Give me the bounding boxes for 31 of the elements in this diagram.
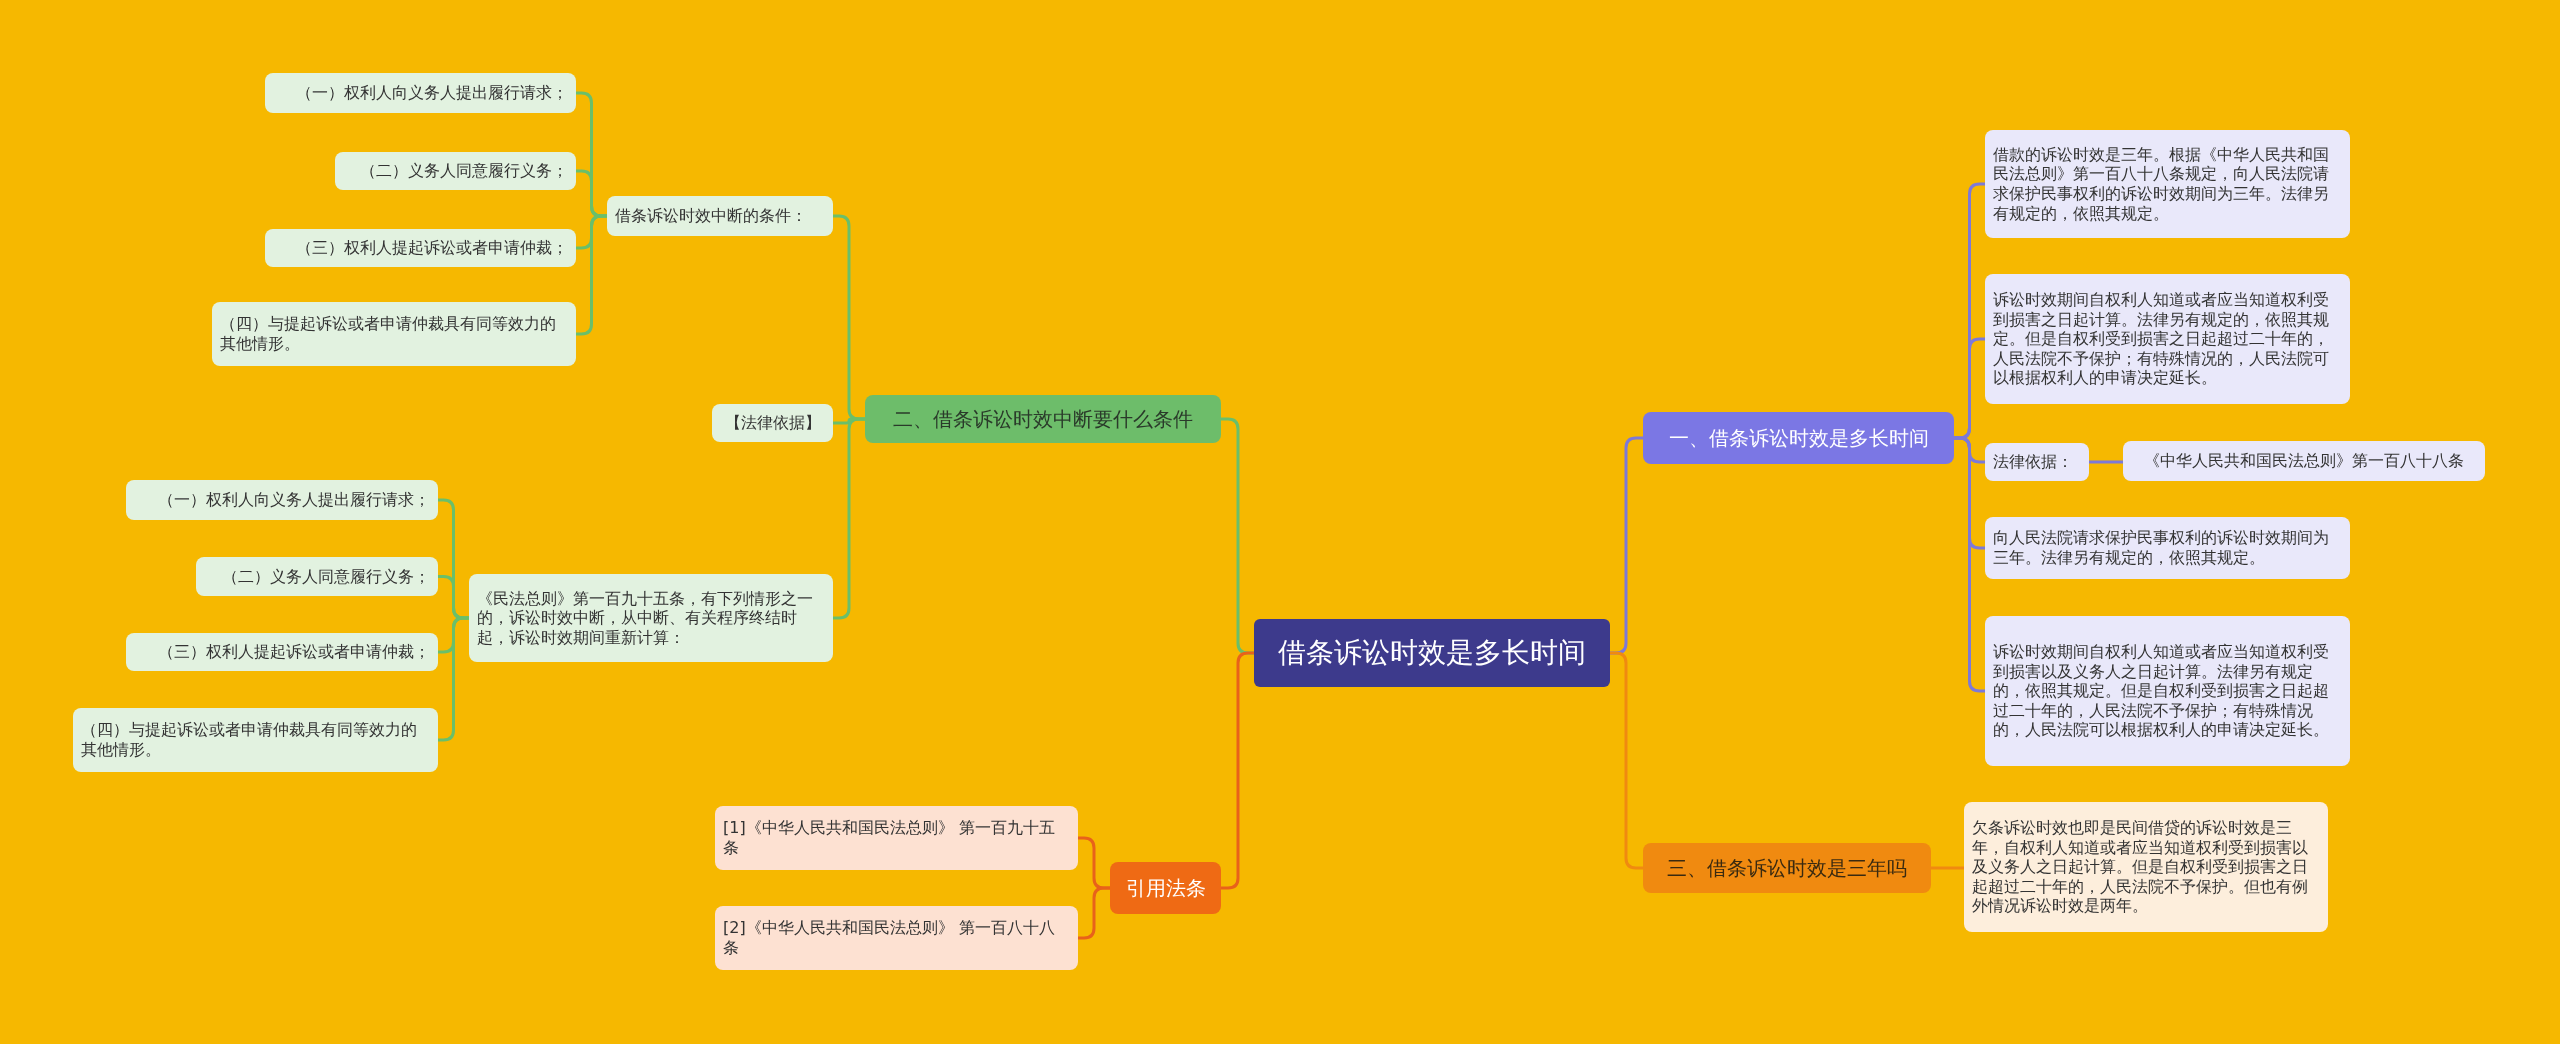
branch-box: 三、借条诉讼时效是三年吗	[1643, 843, 1931, 893]
topic-box: （四）与提起诉讼或者申请仲裁具有同等效力的其他情形。	[212, 302, 576, 366]
topic-box: [2]《中华人民共和国民法总则》 第一百八十八条	[715, 906, 1078, 970]
topic-box: （四）与提起诉讼或者申请仲裁具有同等效力的其他情形。	[73, 708, 438, 772]
topic-box: 诉讼时效期间自权利人知道或者应当知道权利受到损害之日起计算。法律另有规定的，依照其规定。但是自权利受到损害之日起超过二十年的，人民法院不予保护；有特殊情况的，人民法院可以根据权利人的申请决定延长。	[1985, 274, 2350, 404]
topic-box: 法律依据：	[1985, 443, 2089, 481]
connector-line	[1931, 866, 1964, 870]
topic-box: （三）权利人提起诉讼或者申请仲裁；	[265, 229, 576, 267]
topic-box: 《民法总则》第一百九十五条，有下列情形之一的，诉讼时效中断，从中断、有关程序终结时起，诉讼时效期间重新计算：	[469, 574, 833, 662]
topic-box: （三）权利人提起诉讼或者申请仲裁；	[126, 633, 438, 671]
central-topic-box: 借条诉讼时效是多长时间	[1254, 619, 1610, 687]
branch-box: 二、借条诉讼时效中断要什么条件	[865, 395, 1221, 443]
topic-box: （一）权利人向义务人提出履行请求；	[265, 73, 576, 113]
topic-box: 借款的诉讼时效是三年。根据《中华人民共和国民法总则》第一百八十八条规定，向人民法院请求保护民事权利的诉讼时效期间为三年。法律另有规定的，依照其规定。	[1985, 130, 2350, 238]
topic-box: （二）义务人同意履行义务；	[196, 557, 438, 596]
topic-box: 【法律依据】	[712, 404, 833, 442]
connector-line	[1610, 651, 1643, 870]
connector-line	[1078, 886, 1110, 940]
topic-box: 借条诉讼时效中断的条件：	[607, 196, 833, 236]
topic-box: 《中华人民共和国民法总则》第一百八十八条	[2123, 441, 2485, 481]
topic-box: （二）义务人同意履行义务；	[335, 152, 576, 190]
topic-box: 欠条诉讼时效也即是民间借贷的诉讼时效是三年，自权利人知道或者应当知道权利受到损害以及义务人之日起计算。但是自权利受到损害之日起超过二十年的，人民法院不予保护。但也有例外情况诉讼时效是两年。	[1964, 802, 2328, 932]
topic-box: （一）权利人向义务人提出履行请求；	[126, 480, 438, 520]
topic-box: 向人民法院请求保护民事权利的诉讼时效期间为三年。法律另有规定的，依照其规定。	[1985, 517, 2350, 579]
topic-box: [1]《中华人民共和国民法总则》 第一百九十五条	[715, 806, 1078, 870]
connector-line	[2089, 460, 2123, 464]
topic-box: 诉讼时效期间自权利人知道或者应当知道权利受到损害以及义务人之日起计算。法律另有规定的，依照其规定。但是自权利受到损害之日起超过二十年的，人民法院不予保护；有特殊情况的，人民法院可以根据权利人的申请决定延长。	[1985, 616, 2350, 766]
branch-box: 一、借条诉讼时效是多长时间	[1643, 412, 1954, 464]
branch-box: 引用法条	[1110, 862, 1221, 914]
connector-line	[833, 417, 865, 620]
connector-line	[1221, 651, 1254, 890]
